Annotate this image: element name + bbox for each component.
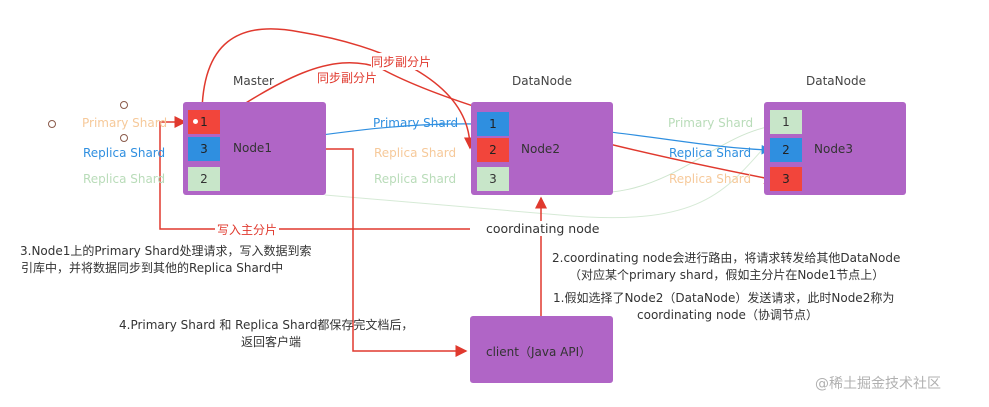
- node3-name: Node3: [814, 142, 853, 156]
- write-primary-line: [159, 116, 470, 230]
- small-circle: [120, 134, 128, 142]
- node2-shard-1: 1: [477, 112, 509, 136]
- label-replica-shard-master-2: Replica Shard: [83, 172, 166, 186]
- node3-shard-3: 3: [770, 167, 802, 191]
- step1-note: 1.假如选择了Node2（DataNode）发送请求，此时Node2称为 coo…: [553, 290, 894, 324]
- step1-line1: 1.假如选择了Node2（DataNode）发送请求，此时Node2称为: [553, 291, 895, 305]
- step4-note: 4.Primary Shard 和 Replica Shard都保存完文档后， …: [119, 317, 413, 351]
- label-replica-shard-master: Replica Shard: [83, 146, 166, 160]
- label-replica-shard-node2-2: Replica Shard: [374, 172, 457, 186]
- node3-box: 1 2 3 Node3: [764, 102, 906, 195]
- label-primary-shard-node3: Primary Shard: [668, 116, 754, 130]
- step2-line1: 2.coordinating node会进行路由，将请求转发给其他DataNod…: [552, 251, 901, 265]
- datanode-title-1: DataNode: [512, 74, 572, 88]
- client-label: client（Java API）: [486, 345, 592, 359]
- red-sync-arc-1: [201, 28, 476, 150]
- sync-replica-label-1: 同步副分片: [371, 53, 432, 70]
- write-primary-label: 写入主分片: [215, 221, 280, 238]
- step2-line2: （对应某个primary shard，假如主分片在Node1节点上）: [569, 268, 885, 282]
- label-primary-shard-master: Primary Shard: [82, 116, 168, 130]
- node2-box: 1 2 3 Node2: [471, 102, 613, 195]
- node2-shard-2: 2: [477, 138, 509, 162]
- label-replica-shard-node3-2: Replica Shard: [669, 172, 752, 186]
- client-box: client（Java API）: [470, 316, 613, 383]
- label-primary-shard-node2: Primary Shard: [373, 116, 459, 130]
- node1-shard-2: 3: [188, 137, 220, 161]
- node1-name: Node1: [233, 141, 272, 155]
- node2-shard-3: 3: [477, 167, 509, 191]
- node3-shard-2: 2: [770, 138, 802, 162]
- node1-shard-3: 2: [188, 167, 220, 191]
- coordinating-node-label: coordinating node: [484, 221, 602, 236]
- step4-line2: 返回客户端: [241, 335, 302, 349]
- label-replica-shard-node2: Replica Shard: [374, 146, 457, 160]
- small-dot: [193, 119, 198, 124]
- node3-shard-1: 1: [770, 110, 802, 134]
- label-replica-shard-node3: Replica Shard: [669, 146, 752, 160]
- step1-line2: coordinating node（协调节点）: [637, 308, 818, 322]
- step3-note: 3.Node1上的Primary Shard处理请求，写入数据到索 引库中，并将…: [20, 243, 312, 277]
- master-title: Master: [233, 74, 274, 88]
- node2-name: Node2: [521, 142, 560, 156]
- watermark: @稀土掘金技术社区: [815, 376, 941, 392]
- step3-line2: 引库中，并将数据同步到其他的Replica Shard中: [21, 261, 284, 275]
- sync-replica-label-2: 同步副分片: [317, 69, 378, 86]
- small-circle: [120, 101, 128, 109]
- step3-line1: 3.Node1上的Primary Shard处理请求，写入数据到索: [20, 244, 312, 258]
- step4-line1: 4.Primary Shard 和 Replica Shard都保存完文档后，: [119, 318, 414, 332]
- small-circle: [48, 120, 56, 128]
- node1-box: 1 3 2 Node1: [183, 102, 326, 195]
- datanode-title-2: DataNode: [806, 74, 866, 88]
- step2-note: 2.coordinating node会进行路由，将请求转发给其他DataNod…: [552, 250, 900, 284]
